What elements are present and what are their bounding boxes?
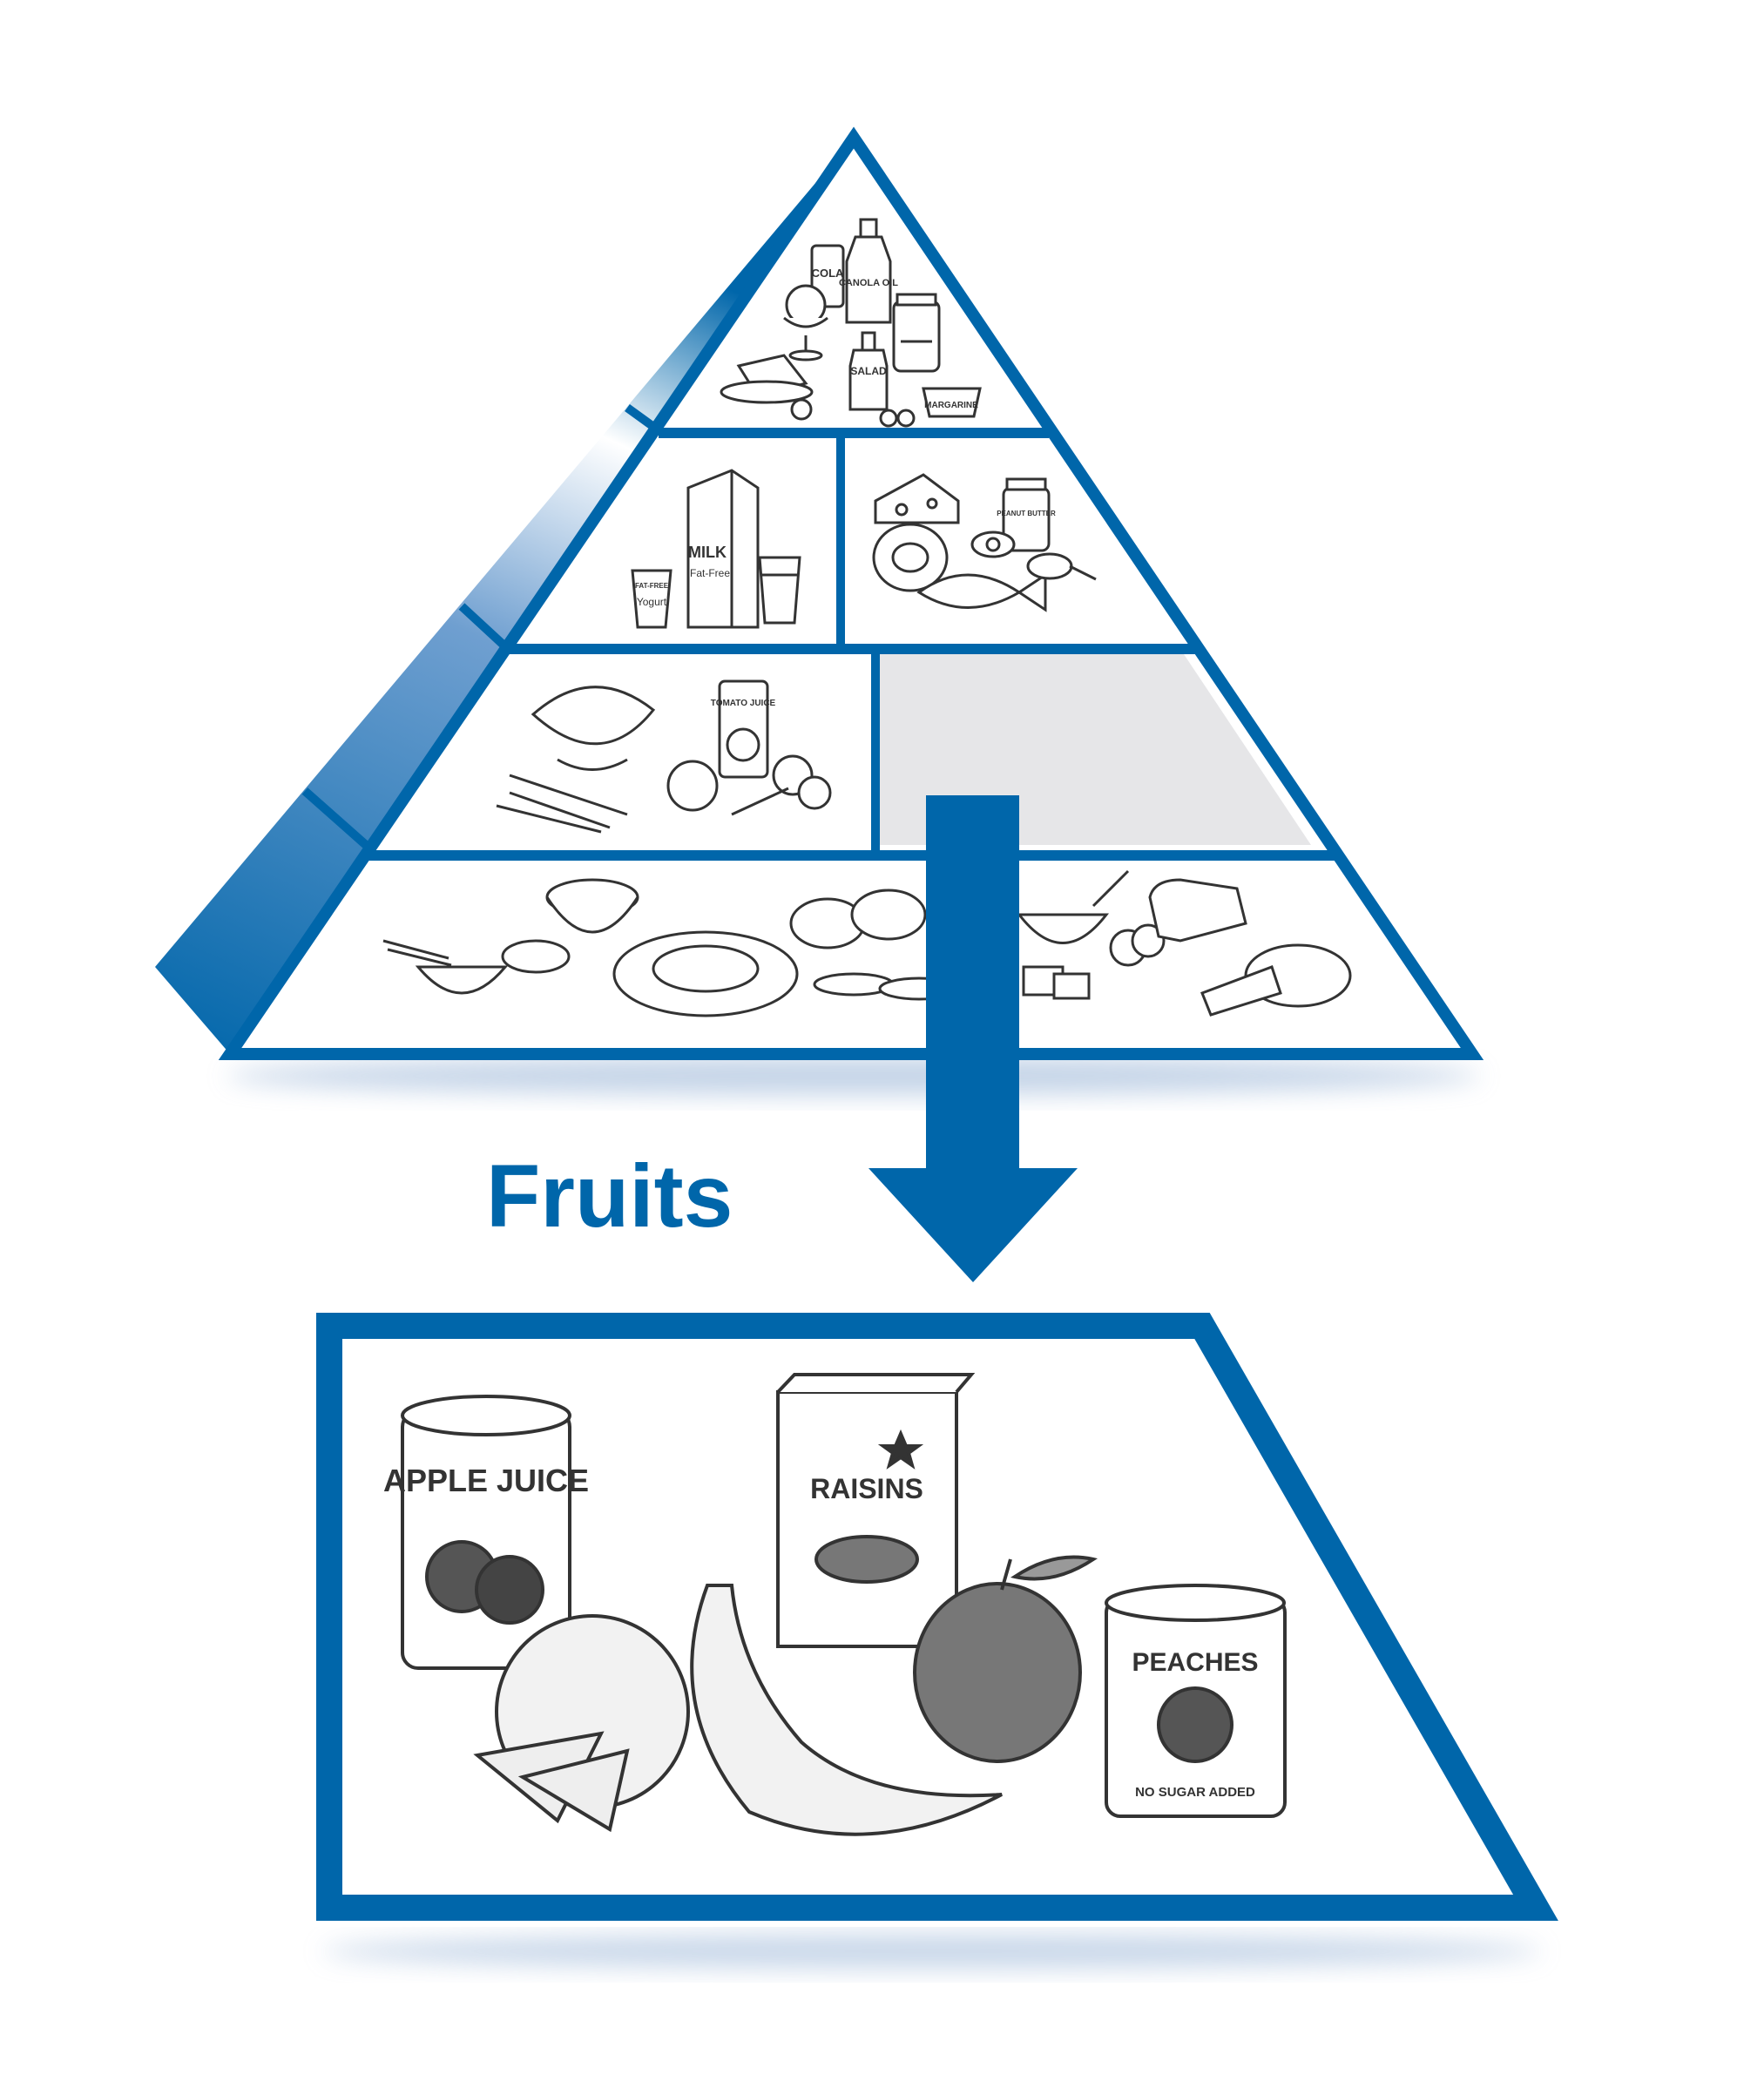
ice-cream-illustration bbox=[783, 284, 828, 362]
tortilla-illustration bbox=[1200, 943, 1352, 1017]
svg-text:COLA: COLA bbox=[812, 267, 844, 280]
svg-text:RAISINS: RAISINS bbox=[810, 1473, 923, 1504]
oatmeal-bowl-illustration bbox=[1016, 869, 1130, 944]
peanut-butter-jar-illustration: PEANUT BUTTER bbox=[997, 477, 1056, 552]
pyramid-tier-meat: PEANUT BUTTER bbox=[872, 473, 1097, 612]
svg-text:PEANUT BUTTER: PEANUT BUTTER bbox=[997, 510, 1056, 517]
svg-text:CANOLA OIL: CANOLA OIL bbox=[839, 278, 898, 288]
broccoli-illustration bbox=[731, 754, 832, 816]
cake-illustration bbox=[720, 354, 814, 404]
rice-bowl-illustration bbox=[382, 939, 509, 995]
ham-illustration bbox=[872, 523, 949, 592]
canola-oil-bottle-illustration: CANOLA OIL bbox=[839, 218, 898, 324]
fruits-panel: APPLE JUICE RAISINS bbox=[316, 1313, 1558, 1969]
pyramid-shadow bbox=[226, 1057, 1481, 1095]
milk-carton-illustration: MILK Fat-Free bbox=[686, 469, 760, 629]
fish-illustration bbox=[916, 572, 1047, 612]
tomato-juice-can-illustration: TOMATO JUICE bbox=[711, 679, 776, 779]
pyramid-side-face bbox=[155, 138, 854, 1054]
bread-slice-illustration bbox=[1148, 878, 1247, 943]
orange-wedges-illustration bbox=[473, 1731, 630, 1833]
bread-rolls-illustration bbox=[789, 889, 927, 950]
svg-text:Fat-Free: Fat-Free bbox=[690, 567, 730, 579]
egg-illustration bbox=[970, 531, 1016, 558]
corn-illustration bbox=[501, 939, 571, 974]
crackers-illustration bbox=[1022, 965, 1091, 1000]
salad-bowl-illustration bbox=[531, 686, 656, 771]
muffins-illustration bbox=[1109, 923, 1166, 967]
raisins-box-illustration: RAISINS bbox=[776, 1373, 976, 1648]
pyramid-tier-fats: COLA CANOLA OIL bbox=[720, 218, 982, 428]
svg-text:NO SUGAR ADDED: NO SUGAR ADDED bbox=[1135, 1785, 1255, 1800]
carrots-illustration bbox=[496, 774, 628, 834]
banana-illustration bbox=[690, 1584, 1003, 1836]
jar-illustration bbox=[892, 293, 941, 373]
margarine-tub-illustration: MARGARINE bbox=[922, 387, 982, 418]
pyramid-tier-vegetables: TOMATO JUICE bbox=[496, 679, 832, 834]
svg-text:TOMATO JUICE: TOMATO JUICE bbox=[711, 699, 776, 708]
cereal-bowl-illustration bbox=[545, 878, 639, 934]
svg-text:FAT-FREE: FAT-FREE bbox=[635, 582, 669, 590]
pyramid: COLA CANOLA OIL bbox=[155, 126, 1484, 1282]
chicken-leg-illustration bbox=[1026, 552, 1097, 581]
svg-text:PEACHES: PEACHES bbox=[1132, 1648, 1258, 1677]
svg-text:Yogurt: Yogurt bbox=[637, 596, 667, 608]
pasta-plate-illustration bbox=[612, 930, 799, 1017]
cheese-illustration bbox=[874, 473, 960, 524]
pyramid-tier-milk: MILK Fat-Free FAT-FREE Yogurt bbox=[631, 469, 801, 629]
apple-juice-can-illustration: APPLE JUICE bbox=[383, 1395, 589, 1670]
peaches-can-illustration: PEACHES NO SUGAR ADDED bbox=[1105, 1584, 1287, 1818]
heading-fruits: Fruits bbox=[486, 1146, 733, 1246]
svg-text:SALAD: SALAD bbox=[850, 365, 887, 377]
svg-text:APPLE JUICE: APPLE JUICE bbox=[383, 1463, 589, 1498]
milk-glass-illustration bbox=[758, 556, 801, 625]
cookies-illustration bbox=[790, 398, 916, 428]
svg-text:MILK: MILK bbox=[688, 544, 727, 561]
svg-text:MARGARINE: MARGARINE bbox=[924, 401, 978, 410]
yogurt-cup-illustration: FAT-FREE Yogurt bbox=[631, 569, 672, 629]
tomato-illustration bbox=[666, 760, 719, 812]
down-arrow-icon bbox=[868, 795, 1078, 1282]
apple-illustration bbox=[913, 1555, 1098, 1763]
